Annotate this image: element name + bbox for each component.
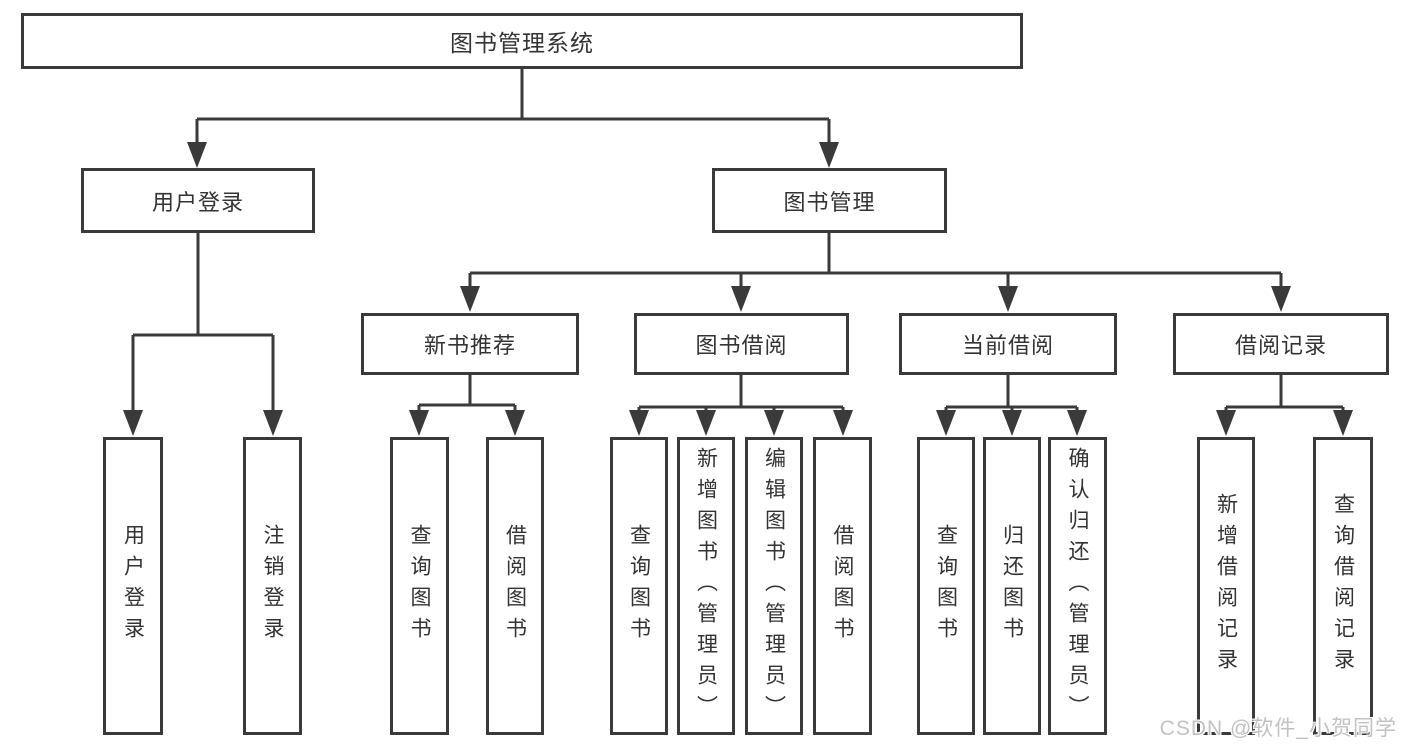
leaf-query-book-2: 查询图书 xyxy=(610,437,668,735)
node-book-management: 图书管理 xyxy=(712,168,947,233)
leaf-return-book: 归还图书 xyxy=(983,437,1041,735)
leaf-edit-book-admin: 编辑图书（管理员） xyxy=(745,437,803,735)
node-library-system: 图书管理系统 xyxy=(21,13,1023,69)
leaf-label: 归还图书 xyxy=(1000,524,1024,648)
node-new-book-recommend: 新书推荐 xyxy=(361,313,579,375)
leaf-label: 查询借阅记录 xyxy=(1331,493,1355,679)
leaf-label: 查询图书 xyxy=(627,524,651,648)
leaf-label: 借阅图书 xyxy=(831,524,854,648)
leaf-borrow-book-1: 借阅图书 xyxy=(486,437,544,735)
leaf-logout: 注销登录 xyxy=(243,437,302,735)
leaf-add-book-admin: 新增图书（管理员） xyxy=(677,437,735,735)
leaf-label: 查询图书 xyxy=(408,524,431,648)
leaf-label: 新增图书（管理员） xyxy=(694,446,718,726)
csdn-watermark: CSDN @软件_小贺同学 xyxy=(1159,717,1397,740)
leaf-query-book-3: 查询图书 xyxy=(917,437,975,735)
leaf-user-login: 用户登录 xyxy=(103,437,163,735)
leaf-label: 新增借阅记录 xyxy=(1214,493,1238,679)
leaf-label: 查询图书 xyxy=(934,524,958,648)
node-current-borrow: 当前借阅 xyxy=(899,313,1117,375)
leaf-label: 用户登录 xyxy=(121,524,145,648)
leaf-confirm-return-admin: 确认归还（管理员） xyxy=(1048,437,1107,735)
leaf-label: 借阅图书 xyxy=(503,524,527,648)
node-borrow-records: 借阅记录 xyxy=(1173,313,1389,375)
leaf-query-book-1: 查询图书 xyxy=(390,437,449,735)
node-user-login: 用户登录 xyxy=(81,168,315,233)
leaf-label: 注销登录 xyxy=(261,524,284,648)
leaf-borrow-book-2: 借阅图书 xyxy=(813,437,872,735)
node-book-borrow: 图书借阅 xyxy=(634,313,849,375)
leaf-add-borrow-record: 新增借阅记录 xyxy=(1197,437,1255,735)
leaf-label: 编辑图书（管理员） xyxy=(762,446,786,726)
leaf-query-borrow-record: 查询借阅记录 xyxy=(1313,437,1373,735)
leaf-label: 确认归还（管理员） xyxy=(1066,446,1089,726)
